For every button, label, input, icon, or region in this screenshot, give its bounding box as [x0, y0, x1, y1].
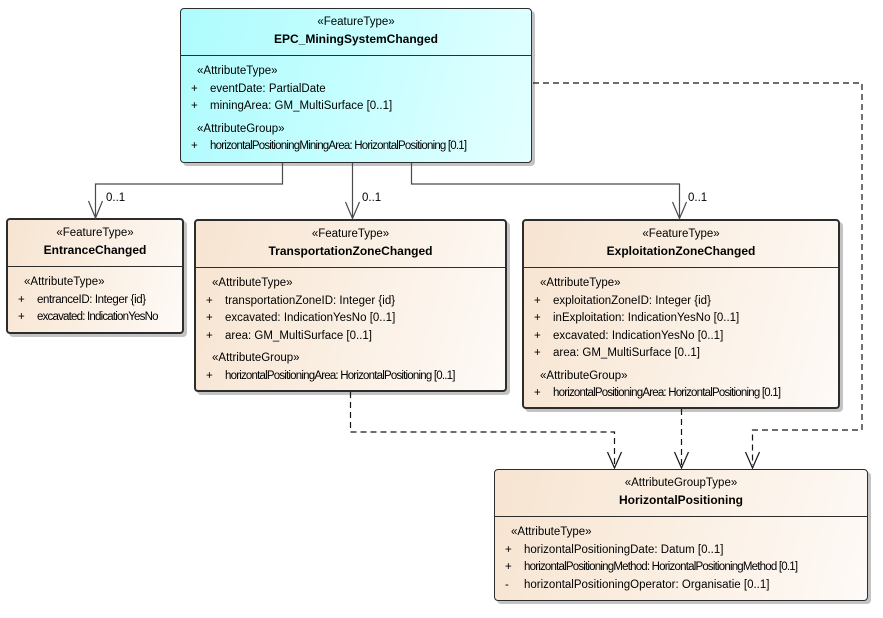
visibility-marker: + — [206, 312, 213, 324]
attribute-row: + horizontalPositioningMethod: Horizontal… — [505, 559, 862, 577]
attribute-text: excavated: IndicationYesNo — [37, 311, 159, 323]
attribute-text: horizontalPositioningMethod: HorizontalP… — [524, 561, 798, 573]
open-arrowhead-icon — [87, 200, 104, 220]
class-box-epc-miningsystemchanged[interactable]: «FeatureType» EPC_MiningSystemChanged «A… — [180, 8, 532, 163]
visibility-marker: + — [191, 82, 198, 95]
open-arrowhead-icon — [344, 201, 361, 221]
open-arrowhead-icon — [744, 451, 761, 470]
attribute-text: miningArea: GM_MultiSurface [0..1] — [210, 100, 393, 112]
stereotype-label: «FeatureType» — [317, 16, 395, 28]
class-name: HorizontalPositioning — [619, 493, 743, 507]
attribute-row: + transportationZoneID: Integer {id} — [206, 293, 500, 311]
association-epc-to-entrance[interactable] — [94, 163, 284, 216]
visibility-marker: + — [534, 294, 541, 307]
attribute-text: entranceID: Integer {id} — [37, 293, 146, 306]
attribute-group-heading: «AttributeGroup» — [540, 369, 628, 382]
attribute-group-heading: «AttributeType» — [212, 277, 293, 289]
stereotype-label: «AttributeGroupType» — [624, 477, 738, 489]
attribute-row: - horizontalPositioningOperator: Organisa… — [505, 577, 862, 595]
class-name: EntranceChanged — [43, 243, 147, 257]
visibility-marker: - — [505, 578, 509, 591]
attribute-row: + horizontalPositioningMiningArea: Horizo… — [191, 138, 526, 156]
multiplicity-label: 0..1 — [687, 191, 709, 205]
visibility-marker: + — [191, 100, 198, 112]
box-header: «FeatureType» ExploitationZoneChanged — [524, 221, 838, 268]
visibility-marker: + — [534, 329, 541, 342]
attribute-text: eventDate: PartialDate — [210, 82, 326, 95]
attribute-row: + area: GM_MultiSurface [0..1] — [206, 328, 500, 346]
attribute-row: + exploitationZoneID: Integer {id} — [534, 293, 833, 311]
attribute-text: horizontalPositioningDate: Datum [0..1] — [524, 543, 724, 556]
class-box-horizontalpositioning[interactable]: «AttributeGroupType» HorizontalPositioni… — [494, 469, 868, 601]
attribute-text: exploitationZoneID: Integer {id} — [553, 294, 711, 307]
open-arrowhead-icon — [671, 201, 688, 221]
visibility-marker: + — [206, 329, 213, 342]
attribute-text: horizontalPositioningMiningArea: Horizon… — [210, 140, 467, 152]
attribute-row: + horizontalPositioningArea: HorizontalPo… — [206, 368, 500, 386]
attribute-group-heading: «AttributeGroup» — [212, 352, 300, 364]
box-header: «FeatureType» TransportationZoneChanged — [196, 221, 505, 268]
visibility-marker: + — [191, 140, 198, 152]
association-epc-to-exploitationzone[interactable] — [410, 163, 681, 217]
attribute-group-heading: «AttributeType» — [24, 276, 105, 288]
attribute-row: + excavated: IndicationYesNo [0..1] — [534, 328, 833, 346]
attribute-row: + eventDate: PartialDate — [191, 81, 526, 99]
stereotype-label: «FeatureType» — [56, 227, 134, 239]
stereotype-label: «FeatureType» — [642, 228, 720, 240]
visibility-marker: + — [18, 293, 25, 306]
box-header: «FeatureType» EPC_MiningSystemChanged — [181, 9, 531, 56]
class-name: ExploitationZoneChanged — [606, 244, 756, 258]
attribute-row: + horizontalPositioningArea: HorizontalPo… — [534, 385, 833, 403]
stereotype-label: «FeatureType» — [311, 228, 390, 240]
attribute-group-heading: «AttributeGroup» — [197, 122, 285, 135]
attribute-text: area: GM_MultiSurface [0..1] — [225, 329, 373, 342]
class-name: EPC_MiningSystemChanged — [273, 32, 439, 46]
attribute-row: + inExploitation: IndicationYesNo [0..1] — [534, 310, 833, 328]
attribute-row: + miningArea: GM_MultiSurface [0..1] — [191, 98, 526, 116]
visibility-marker: + — [18, 311, 25, 323]
attribute-text: horizontalPositioningArea: HorizontalPos… — [553, 387, 781, 399]
multiplicity-label: 0..1 — [361, 191, 383, 205]
visibility-marker: + — [505, 543, 512, 556]
attribute-row: + horizontalPositioningDate: Datum [0..1] — [505, 542, 862, 560]
attribute-text: horizontalPositioningOperator: Organisat… — [524, 578, 770, 591]
attribute-text: excavated: IndicationYesNo [0..1] — [225, 312, 396, 324]
attribute-compartment: «AttributeType» + horizontalPositioningDa… — [495, 517, 867, 594]
attribute-text: horizontalPositioningArea: HorizontalPos… — [225, 369, 455, 382]
attribute-compartment: «AttributeType» + transportationZoneID: I… — [196, 268, 505, 385]
attribute-group-heading: «AttributeType» — [540, 277, 621, 289]
open-arrowhead-icon — [606, 451, 623, 470]
box-header: «FeatureType» EntranceChanged — [8, 220, 182, 267]
visibility-marker: + — [534, 312, 541, 324]
class-name: TransportationZoneChanged — [268, 244, 433, 258]
attribute-row: + entranceID: Integer {id} — [18, 292, 177, 310]
box-header: «AttributeGroupType» HorizontalPositioni… — [495, 470, 867, 517]
attribute-row: + excavated: IndicationYesNo [0..1] — [206, 310, 500, 328]
multiplicity-label: 0..1 — [105, 191, 127, 205]
attribute-compartment: «AttributeType» +eventDate: PartialDate … — [181, 56, 531, 156]
attribute-compartment: «AttributeType» + entranceID: Integer {id… — [8, 267, 182, 327]
visibility-marker: + — [534, 387, 541, 399]
attribute-text: excavated: IndicationYesNo [0..1] — [553, 329, 724, 342]
class-box-exploitationzonechanged[interactable]: «FeatureType» ExploitationZoneChanged «A… — [522, 219, 840, 409]
attribute-text: inExploitation: IndicationYesNo [0..1] — [553, 312, 740, 324]
attribute-row: + excavated: IndicationYesNo — [18, 309, 177, 327]
visibility-marker: + — [534, 347, 541, 359]
attribute-group-heading: «AttributeType» — [197, 65, 278, 77]
class-box-entrancechanged[interactable]: «FeatureType» EntranceChanged «Attribute… — [6, 218, 184, 334]
class-box-transportationzonechanged[interactable]: «FeatureType» TransportationZoneChanged … — [194, 219, 507, 392]
visibility-marker: + — [505, 561, 512, 573]
attribute-compartment: «AttributeType» + exploitationZoneID: Int… — [524, 268, 838, 403]
open-arrowhead-icon — [673, 451, 690, 470]
attribute-text: transportationZoneID: Integer {id} — [225, 294, 396, 307]
visibility-marker: + — [206, 369, 213, 382]
attribute-group-heading: «AttributeType» — [511, 526, 592, 538]
visibility-marker: + — [206, 294, 213, 307]
attribute-row: + area: GM_MultiSurface [0..1] — [534, 345, 833, 363]
attribute-text: area: GM_MultiSurface [0..1] — [553, 347, 701, 359]
